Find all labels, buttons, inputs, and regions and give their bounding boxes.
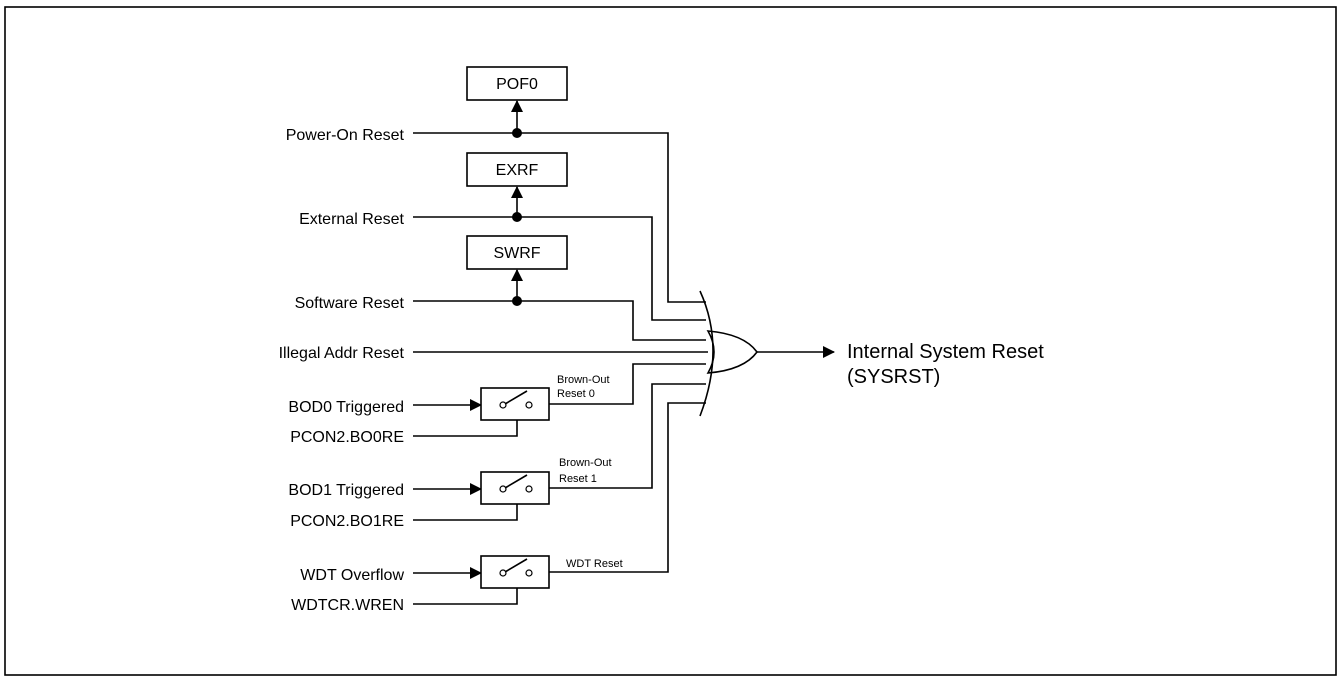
- bod1-output-label-1: Brown-Out: [559, 457, 612, 469]
- external-reset-label: External Reset: [299, 211, 404, 228]
- bod0-output-label-2: Reset 0: [557, 388, 595, 400]
- bod1-switch: [413, 383, 706, 521]
- output-label-line2: (SYSRST): [847, 366, 940, 388]
- bod0-switch: [413, 363, 706, 437]
- wdt-overflow-label: WDT Overflow: [300, 567, 404, 584]
- pcon2-bo0re-label: PCON2.BO0RE: [290, 429, 404, 446]
- output-label-line1: Internal System Reset: [847, 341, 1044, 363]
- pof0-flag-box: [466, 66, 568, 101]
- bod1-output-label-2: Reset 1: [559, 473, 597, 485]
- software-reset-path: [413, 269, 706, 341]
- pcon2-bo1re-label: PCON2.BO1RE: [290, 513, 404, 530]
- bod0-output-label-1: Brown-Out: [557, 374, 610, 386]
- diagram-frame: [4, 6, 1337, 676]
- external-reset-path: [413, 186, 706, 321]
- software-reset-label: Software Reset: [295, 295, 405, 312]
- wdt-output-label: WDT Reset: [566, 558, 623, 570]
- wdtcr-wren-label: WDTCR.WREN: [291, 597, 404, 614]
- bod1-triggered-label: BOD1 Triggered: [288, 482, 404, 499]
- exrf-flag-label: EXRF: [496, 162, 539, 179]
- power-on-reset-path: [413, 100, 706, 303]
- pof0-flag-label: POF0: [496, 76, 538, 93]
- exrf-flag-box: [466, 152, 568, 187]
- wdt-switch: [413, 402, 706, 605]
- bod0-triggered-label: BOD0 Triggered: [288, 399, 404, 416]
- illegal-addr-reset-label: Illegal Addr Reset: [279, 345, 405, 362]
- power-on-reset-label: Power-On Reset: [286, 127, 405, 144]
- or-gate: [699, 290, 758, 417]
- swrf-flag-label: SWRF: [493, 245, 540, 262]
